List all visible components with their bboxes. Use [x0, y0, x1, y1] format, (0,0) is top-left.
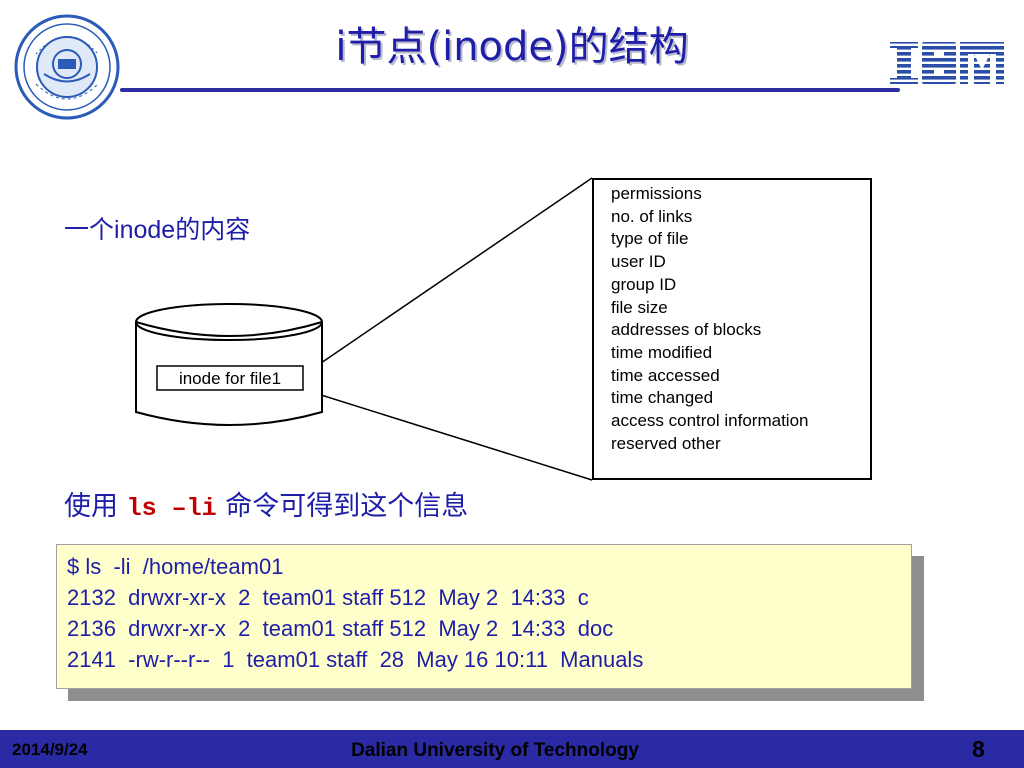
ibm-logo-icon: [890, 42, 1004, 84]
disk-label: inode for file1: [179, 369, 281, 388]
footer-school: Dalian University of Technology: [351, 740, 639, 761]
command-caption: 使用 ls –li 命令可得到这个信息: [64, 484, 468, 523]
inode-field: time changed: [611, 388, 714, 408]
terminal-line: 2141 -rw-r--r-- 1 team01 staff 28 May 16…: [67, 647, 644, 672]
intro-text: 一个inode的内容: [64, 210, 250, 246]
terminal-output-box: $ ls -li /home/team01 2132 drwxr-xr-x 2 …: [56, 544, 912, 689]
inode-field: no. of links: [611, 206, 693, 226]
command-code: ls –li: [126, 494, 217, 523]
inode-field: type of file: [611, 229, 689, 249]
inode-field: time modified: [611, 342, 713, 362]
inode-field: reserved other: [611, 433, 721, 453]
footer-date: 2014/9/24: [12, 740, 88, 759]
inode-field: access control information: [611, 411, 809, 431]
inode-field-list: permissions no. of links type of file us…: [594, 180, 870, 455]
footer-bar: [0, 730, 1024, 768]
disk-label-box: [156, 365, 304, 391]
inode-field: time accessed: [611, 365, 720, 385]
command-prefix: 使用: [64, 491, 127, 522]
inode-field: group ID: [611, 274, 677, 294]
intro-suffix: 的内容: [175, 215, 251, 244]
inode-field: file size: [611, 297, 668, 317]
disk-cylinder-icon: [135, 303, 323, 426]
terminal-line: 2136 drwxr-xr-x 2 team01 staff 512 May 2…: [67, 616, 614, 641]
title-divider: [120, 88, 900, 92]
page-title: i节点(inode)的结构: [335, 24, 689, 70]
leader-line-bottom: [301, 388, 593, 481]
terminal-line: $ ls -li /home/team01: [67, 554, 284, 579]
inode-fields-box: permissions no. of links type of file us…: [592, 178, 872, 480]
inode-field: permissions: [611, 184, 702, 203]
page-number: 8: [972, 736, 985, 762]
terminal-line: 2132 drwxr-xr-x 2 team01 staff 512 May 2…: [67, 585, 589, 610]
inode-field: addresses of blocks: [611, 320, 762, 340]
intro-latin: inode: [114, 216, 176, 244]
leader-line-top: [301, 177, 593, 377]
inode-field: user ID: [611, 252, 666, 272]
dalian-university-seal-icon: [14, 14, 120, 120]
intro-prefix: 一个: [64, 215, 115, 244]
command-suffix: 命令可得到这个信息: [216, 491, 469, 522]
